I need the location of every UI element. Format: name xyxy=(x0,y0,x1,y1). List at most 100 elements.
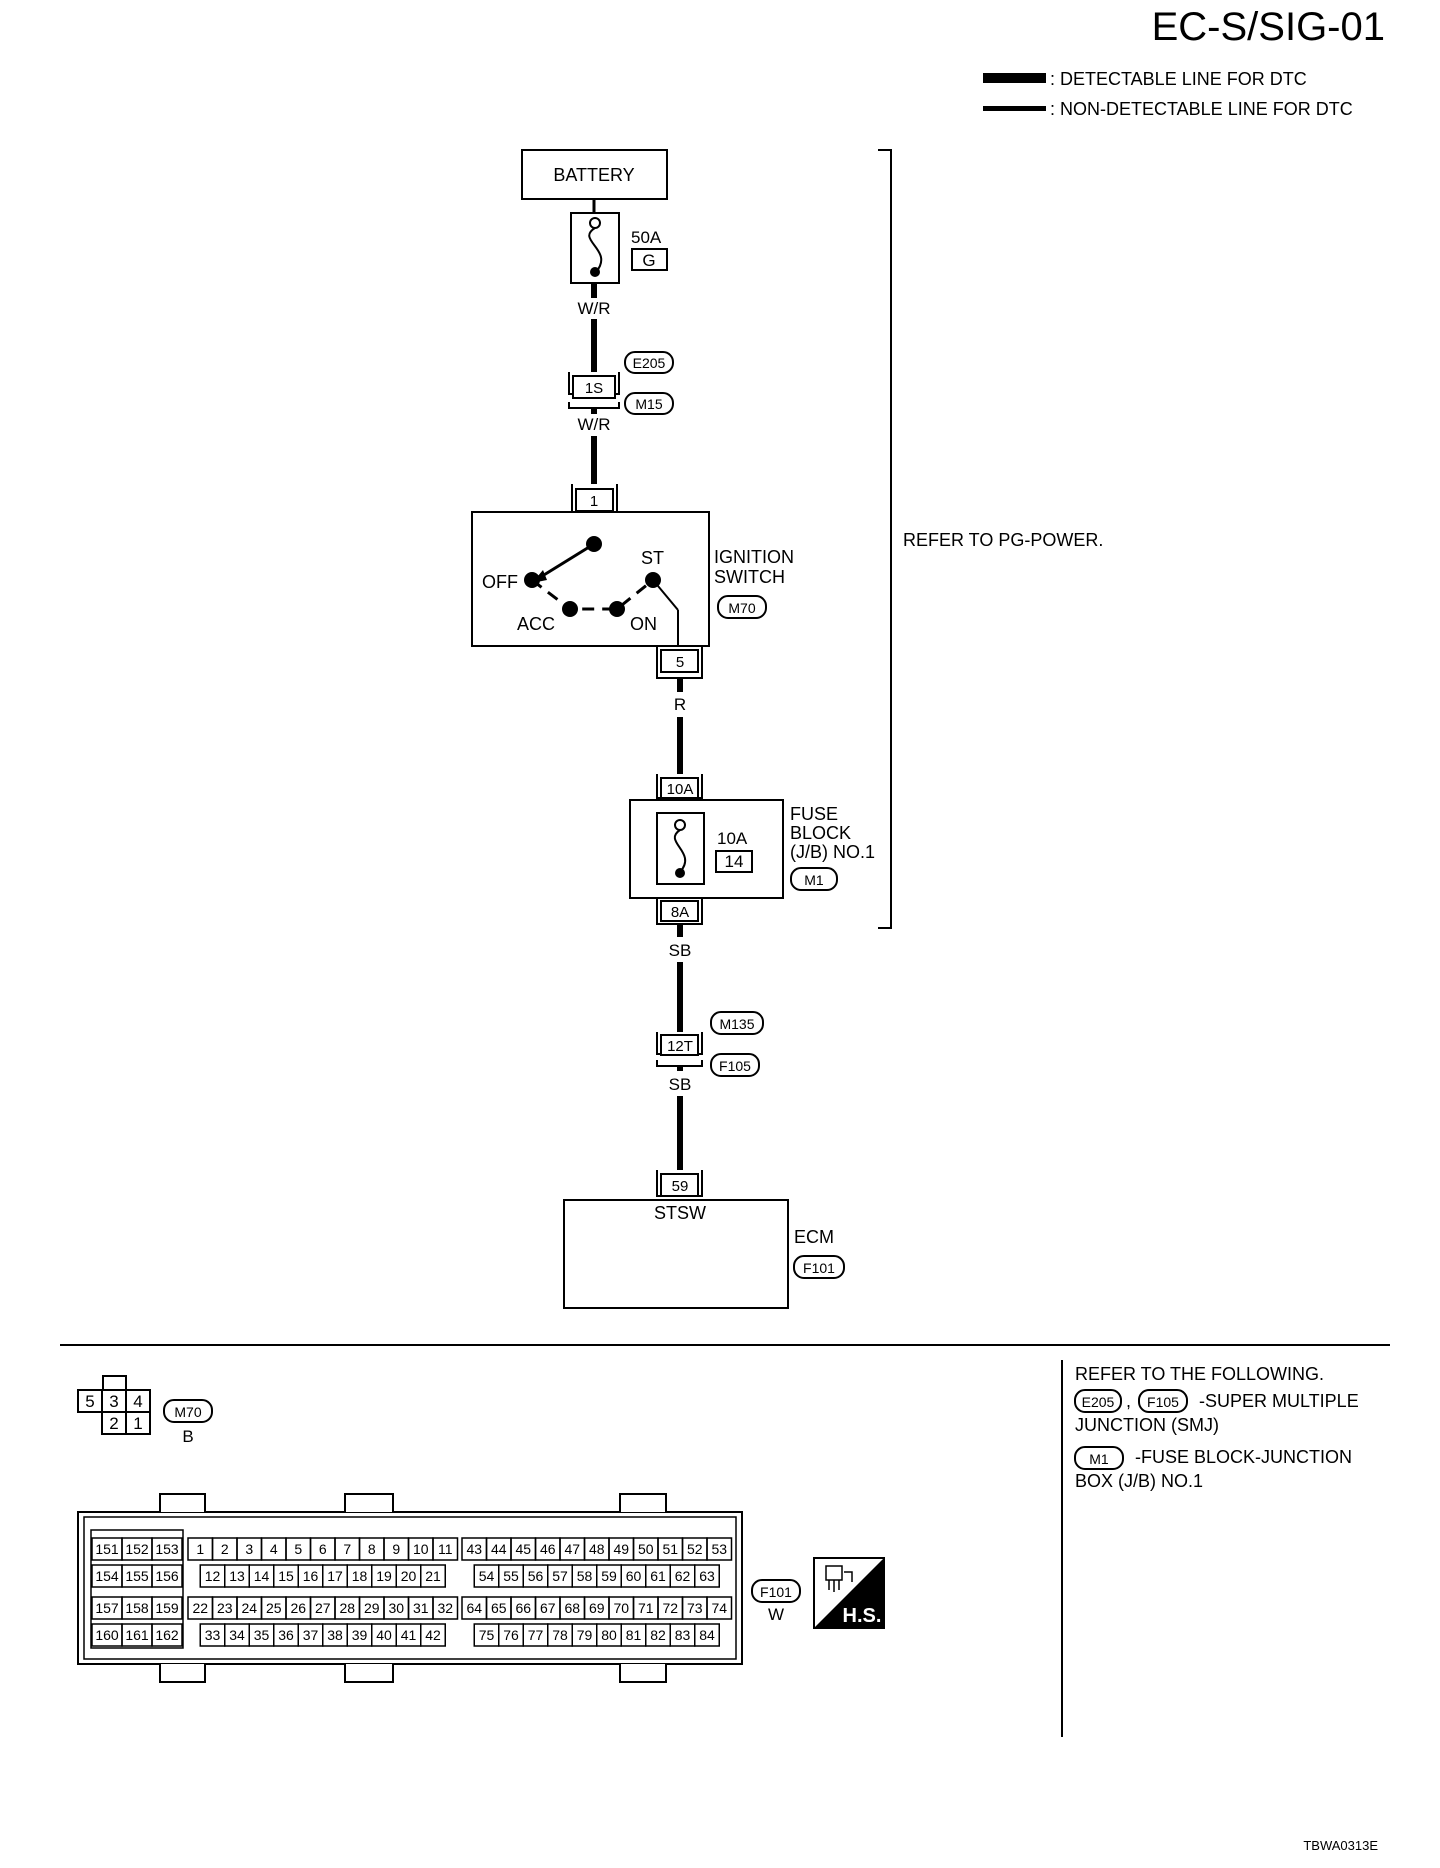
f101-pin-number: 21 xyxy=(425,1568,441,1584)
refer-pg-power-text: REFER TO PG-POWER. xyxy=(903,530,1103,550)
f101-pin-number: 12 xyxy=(205,1568,221,1584)
f101-pin-number: 37 xyxy=(303,1627,319,1643)
f101-pin-number: 48 xyxy=(589,1541,605,1557)
f101-pin-cell xyxy=(151,1596,183,1620)
ignition-switch-label-1: IGNITION xyxy=(714,547,794,567)
f101-pin-number: 4 xyxy=(270,1541,278,1557)
f101-pin-number: 160 xyxy=(95,1627,119,1643)
connector-tag-m15-text: M15 xyxy=(635,396,662,412)
f101-pin-number: 29 xyxy=(364,1600,380,1616)
connector-tag-m1: M1 xyxy=(790,867,838,891)
connector-1s-pin: 1S xyxy=(585,380,603,397)
hs-connector-symbol: H.S. xyxy=(813,1557,885,1629)
note-tag-f105: F105 xyxy=(1147,1394,1179,1410)
hs-label: H.S. xyxy=(843,1605,882,1627)
fuse-block-label-1: FUSE xyxy=(790,804,838,824)
f101-pin-number: 27 xyxy=(315,1600,331,1616)
f101-pin-number: 1 xyxy=(196,1541,204,1557)
f101-pin-number: 75 xyxy=(479,1627,495,1643)
f101-pin-number: 7 xyxy=(343,1541,351,1557)
m70-connector-face: 5 3 4 2 1 M70 B xyxy=(77,1375,213,1446)
f101-pin-cell xyxy=(420,1623,446,1647)
f101-pin-number: 62 xyxy=(675,1568,691,1584)
f101-pin-number: 15 xyxy=(278,1568,294,1584)
wire-color-wr-1: W/R xyxy=(577,299,610,318)
connector-1s: 1S xyxy=(568,372,620,409)
ignition-switch: 1 OFF ACC ON ST IGNITION SWITCH 5 xyxy=(471,484,794,679)
f101-pin-number: 157 xyxy=(95,1600,119,1616)
note-smj-line1: -SUPER MULTIPLE xyxy=(1199,1391,1359,1411)
legend-detectable-swatch xyxy=(983,73,1046,83)
f101-pin-number: 82 xyxy=(650,1627,666,1643)
f101-pin-number: 50 xyxy=(638,1541,654,1557)
m70-pin: 4 xyxy=(133,1392,142,1411)
f101-pin-number: 154 xyxy=(95,1568,119,1584)
ecm-label: ECM xyxy=(794,1227,834,1247)
note-tag-m1: M1 xyxy=(1089,1451,1109,1467)
connector-tag-m1-text: M1 xyxy=(804,872,824,888)
f101-pin-number: 16 xyxy=(303,1568,319,1584)
f101-pin-number: 161 xyxy=(125,1627,149,1643)
ignition-pin-1: 1 xyxy=(590,493,598,510)
connector-tag-m70-text: M70 xyxy=(728,600,755,616)
f101-pin-number: 68 xyxy=(564,1600,580,1616)
m70-pin: 3 xyxy=(109,1392,118,1411)
f101-pin-number: 23 xyxy=(217,1600,233,1616)
hand-connector-icon xyxy=(825,1565,853,1592)
ecm-box: 59 STSW ECM xyxy=(563,1170,834,1309)
f101-pin-number: 58 xyxy=(577,1568,593,1584)
connector-tag-f101: F101 xyxy=(793,1255,845,1279)
connector-tag-f101-text: F101 xyxy=(803,1260,835,1276)
f101-pin-number: 47 xyxy=(564,1541,580,1557)
connector-tag-e205-text: E205 xyxy=(633,355,666,371)
f101-color: W xyxy=(768,1605,784,1624)
f101-pin-number: 84 xyxy=(699,1627,715,1643)
connector-tag-m135: M135 xyxy=(710,1011,764,1035)
fuse-block-pin-out: 8A xyxy=(671,904,689,921)
f101-pin-number: 51 xyxy=(662,1541,678,1557)
f101-pin-number: 28 xyxy=(339,1600,355,1616)
connector-tag-m15: M15 xyxy=(624,392,674,415)
f101-pin-number: 22 xyxy=(192,1600,208,1616)
f101-pin-cell xyxy=(151,1564,183,1588)
f101-pin-number: 42 xyxy=(425,1627,441,1643)
f101-pin-number: 67 xyxy=(540,1600,556,1616)
f101-pin-number: 36 xyxy=(278,1627,294,1643)
m70-color: B xyxy=(182,1427,193,1446)
fuse-block-label-3: (J/B) NO.1 xyxy=(790,842,875,862)
f101-pin-number: 159 xyxy=(155,1600,179,1616)
f101-pin-number: 151 xyxy=(95,1541,119,1557)
wire-color-sb-1: SB xyxy=(669,941,692,960)
f101-pin-number: 9 xyxy=(392,1541,400,1557)
m70-face-tag: M70 xyxy=(174,1404,201,1420)
f101-pin-number: 24 xyxy=(241,1600,257,1616)
ignition-switch-label-2: SWITCH xyxy=(714,567,785,587)
f101-pin-cell xyxy=(432,1596,459,1620)
refer-following-heading: REFER TO THE FOLLOWING. xyxy=(1075,1364,1324,1384)
f101-pin-number: 32 xyxy=(437,1600,453,1616)
f101-pin-number: 54 xyxy=(479,1568,495,1584)
f101-pin-cell xyxy=(151,1623,183,1647)
f101-pin-number: 83 xyxy=(675,1627,691,1643)
refer-following-notes: REFER TO THE FOLLOWING. E205 , F105 -SUP… xyxy=(1074,1364,1359,1491)
f101-pin-number: 81 xyxy=(626,1627,642,1643)
f101-pin-number: 30 xyxy=(388,1600,404,1616)
f101-pin-cell xyxy=(694,1564,720,1588)
f101-pin-number: 57 xyxy=(552,1568,568,1584)
connector-tag-e205: E205 xyxy=(624,351,674,374)
f101-pin-number: 66 xyxy=(515,1600,531,1616)
ecm-signal: STSW xyxy=(654,1203,706,1223)
f101-pin-number: 31 xyxy=(413,1600,429,1616)
f101-pin-number: 10 xyxy=(413,1541,429,1557)
m70-pin: 5 xyxy=(85,1392,94,1411)
f101-pin-cell xyxy=(706,1537,733,1561)
connector-tag-m135-text: M135 xyxy=(719,1016,754,1032)
f101-pin-number: 18 xyxy=(352,1568,368,1584)
f101-pin-number: 14 xyxy=(254,1568,270,1584)
note-fb-line1: -FUSE BLOCK-JUNCTION xyxy=(1135,1447,1352,1467)
ignition-pos-off: OFF xyxy=(482,572,518,592)
f101-pin-number: 64 xyxy=(466,1600,482,1616)
f101-pin-number: 79 xyxy=(577,1627,593,1643)
wire-color-sb-2: SB xyxy=(669,1075,692,1094)
